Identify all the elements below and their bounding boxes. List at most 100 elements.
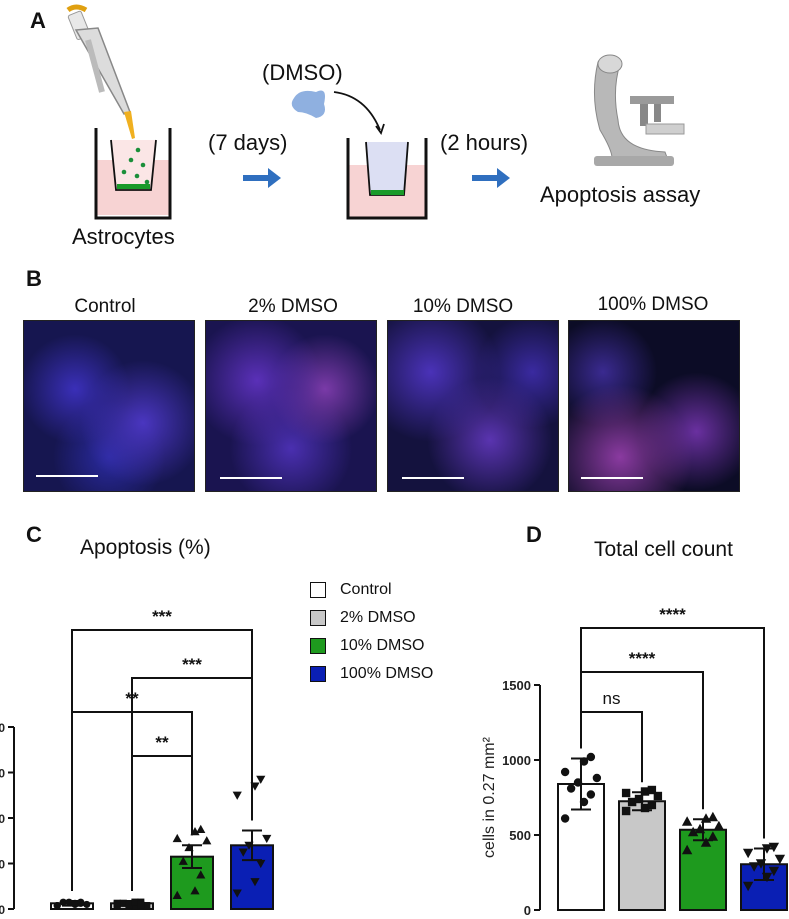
micrograph-control: [23, 320, 195, 492]
data-point: [592, 773, 602, 783]
data-point: [579, 757, 589, 766]
dmso-droplet-icon: [291, 90, 325, 118]
significance-label: ns: [603, 689, 621, 708]
data-point: [256, 859, 266, 869]
chart-c-title: Apoptosis (%): [80, 536, 211, 559]
data-point: [250, 878, 260, 887]
data-point: [755, 859, 767, 869]
apoptosis-assay-label: Apoptosis assay: [540, 182, 701, 207]
significance-label: **: [155, 733, 169, 752]
data-point: [653, 791, 663, 801]
legend-label: Control: [340, 581, 392, 598]
micrograph-2-dmso: [205, 320, 377, 492]
legend-item: 2% DMSO: [310, 604, 470, 632]
data-point: [768, 866, 780, 877]
y-tick-label: 0: [0, 903, 5, 917]
data-point: [761, 872, 773, 883]
data-point: [232, 889, 242, 898]
data-point: [647, 785, 657, 795]
data-point: [573, 778, 583, 787]
well-dmso-icon: [346, 138, 428, 220]
data-point: [560, 814, 570, 823]
data-point: [687, 826, 699, 837]
significance-label: ***: [152, 607, 172, 626]
legend-swatch-10-dmso: [310, 638, 326, 654]
data-point: [713, 820, 725, 831]
y-tick-label: 60: [0, 767, 5, 781]
significance-bracket: [580, 671, 704, 810]
data-point: [560, 767, 570, 777]
data-point: [59, 898, 67, 906]
legend-swatch-2-dmso: [310, 610, 326, 626]
data-point: [768, 842, 780, 853]
legend-label: 10% DMSO: [340, 637, 425, 654]
data-point: [244, 841, 254, 850]
microscope-icon: [593, 54, 685, 166]
data-point: [586, 790, 596, 799]
panel-c-letter: C: [26, 522, 42, 547]
image-label-2-dmso: 2% DMSO: [248, 296, 338, 317]
legend-swatch-control: [310, 582, 326, 598]
data-point: [748, 862, 760, 872]
data-point: [184, 842, 194, 852]
data-point: [65, 898, 73, 906]
dmso-label: (DMSO): [262, 60, 343, 85]
data-point: [640, 787, 650, 796]
y-tick-label: 80: [0, 721, 5, 735]
data-point: [178, 856, 188, 865]
significance-bracket: [580, 627, 765, 839]
y-tick-label: 1000: [502, 753, 531, 768]
data-point: [83, 900, 91, 909]
data-point: [262, 834, 272, 844]
data-point: [647, 800, 657, 810]
data-point: [232, 791, 242, 800]
data-point: [681, 844, 693, 855]
data-point: [627, 797, 637, 807]
bar: [230, 844, 274, 911]
data-point: [53, 901, 61, 910]
data-point: [172, 890, 182, 899]
bar: [618, 800, 666, 911]
micrograph-100-dmso: [568, 320, 740, 492]
apoptosis-chart: 020406080**********: [0, 607, 274, 917]
significance-label: ****: [659, 605, 686, 624]
data-point: [621, 788, 631, 798]
arrow-right-icon: [243, 168, 281, 188]
legend-swatch-100-dmso: [310, 666, 326, 682]
data-point: [694, 823, 706, 834]
pipette-icon: [66, 4, 135, 139]
data-point: [77, 898, 85, 906]
legend-item: 100% DMSO: [310, 660, 470, 688]
legend-item: Control: [310, 576, 470, 604]
significance-bracket: [71, 629, 253, 892]
chart-d-title: Total cell count: [594, 538, 733, 561]
bar: [679, 828, 727, 911]
legend: Control 2% DMSO 10% DMSO 100% DMSO: [310, 576, 470, 688]
data-point: [125, 900, 133, 909]
data-point: [640, 803, 650, 813]
data-point: [256, 775, 266, 784]
data-point: [579, 797, 589, 807]
panel-d-letter: D: [526, 522, 542, 547]
scale-bar: [402, 477, 464, 479]
data-point: [172, 833, 182, 843]
data-point: [707, 831, 719, 841]
image-label-10-dmso: 10% DMSO: [412, 296, 514, 317]
data-point: [137, 900, 145, 909]
data-point: [566, 784, 576, 793]
panel-a-letter: A: [30, 8, 46, 33]
data-point: [586, 752, 596, 762]
data-point: [113, 899, 121, 907]
data-point: [707, 811, 719, 822]
data-point: [742, 881, 754, 892]
significance-label: **: [125, 689, 139, 708]
significance-bracket: [580, 711, 643, 783]
y-tick-label: 20: [0, 858, 5, 872]
micrograph-10-dmso: [387, 320, 559, 492]
data-point: [700, 837, 712, 847]
data-point: [71, 899, 79, 907]
y-tick-label: 0: [524, 903, 531, 918]
data-point: [742, 848, 754, 859]
workflow-schematic: [66, 4, 685, 220]
